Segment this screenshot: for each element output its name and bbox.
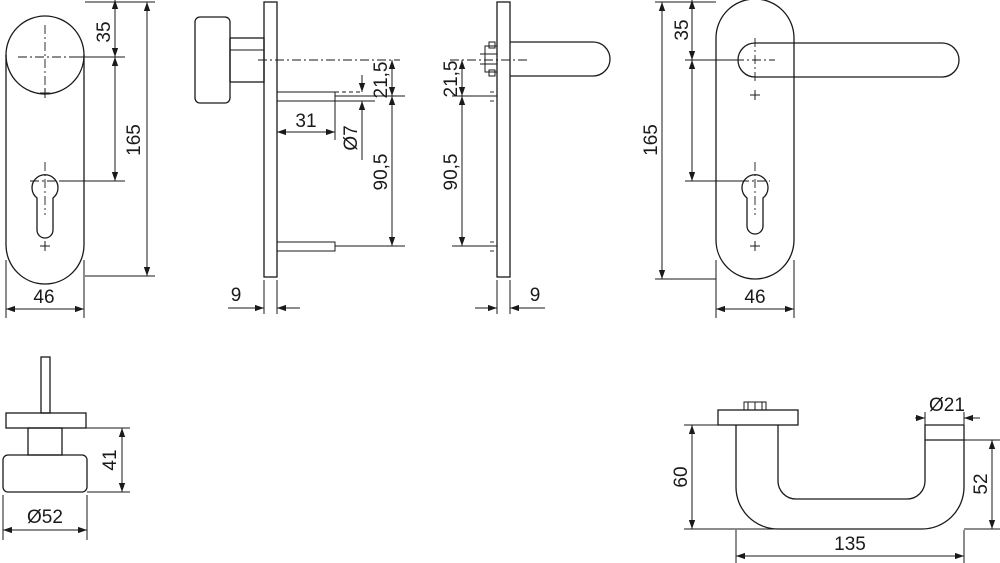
knob-detail-view: 41 Ø52 [2,356,130,540]
lever-u-shape [735,424,965,530]
dimension-lines: Ø21 60 52 135 [671,395,1000,563]
spindle [40,356,51,414]
side-plate [496,1,511,278]
dim-135: 135 [834,534,866,555]
dim-90-5: 90,5 [441,154,462,191]
dim-21-5: 21,5 [441,61,462,98]
dimension-lines: 35 165 46 [5,0,155,318]
dim-d52: Ø52 [27,507,63,528]
dimension-lines: 41 Ø52 [2,427,130,540]
lever-detail-view: Ø21 60 52 135 [671,395,1000,563]
dim-52: 52 [971,473,992,494]
dim-165: 165 [124,124,145,156]
pin-marks [490,91,497,252]
keyhole [31,174,59,239]
rose [717,409,799,426]
dimension-lines: 31 Ø7 21,5 90,5 9 [228,60,405,314]
knob-body [194,16,231,104]
dimension-lines: 35 165 46 [641,0,795,318]
lever-outline [737,42,960,78]
dim-46: 46 [744,287,765,308]
lever-plate-front-view: 35 165 46 [641,0,960,318]
pins [276,91,362,252]
plate-outline [715,0,795,280]
dim-60: 60 [671,466,692,487]
dim-9: 9 [530,285,541,306]
dim-d7: Ø7 [341,125,362,150]
side-plate [263,1,278,278]
keyhole [741,174,769,235]
dim-21-5: 21,5 [371,62,392,99]
knob-plate-front-view: 35 165 46 [5,0,155,318]
knob-neck [27,427,63,456]
dim-90-5: 90,5 [371,154,392,191]
lever-profile [510,41,611,77]
screw [480,41,498,77]
dimension-lines: 21,5 90,5 9 [441,60,545,314]
center-marks [735,38,775,251]
dim-35: 35 [94,21,115,42]
dim-9: 9 [231,285,242,306]
dim-d21: Ø21 [929,395,965,416]
center-marks [18,25,78,251]
dim-46: 46 [33,287,54,308]
dim-35: 35 [672,19,693,40]
dim-31: 31 [295,111,316,132]
rose [5,412,87,429]
knob-body [2,454,88,493]
dim-41: 41 [100,449,121,470]
knob-plate-side-view: 31 Ø7 21,5 90,5 9 [194,1,405,314]
screw [743,401,767,411]
lever-plate-side-view: 21,5 90,5 9 [441,1,611,314]
dim-165: 165 [641,124,662,156]
